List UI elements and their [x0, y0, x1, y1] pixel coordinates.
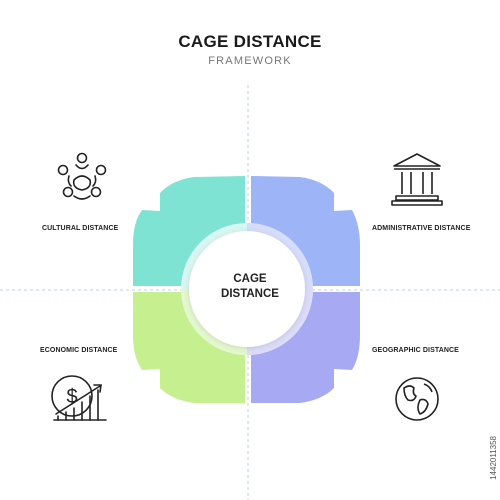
- page-title: CAGE DISTANCE: [178, 32, 322, 51]
- stock-id-watermark: 1442011358: [489, 436, 498, 480]
- center-circle: [189, 231, 305, 347]
- svg-text:$: $: [66, 386, 77, 408]
- government-building-icon: [391, 153, 443, 206]
- page-subtitle: FRAMEWORK: [208, 55, 292, 67]
- center-label: CAGE DISTANCE: [196, 272, 304, 302]
- globe-icon: [395, 377, 439, 421]
- center-label-line1: CAGE: [233, 273, 267, 285]
- dollar-growth-chart-icon: $: [51, 375, 107, 421]
- label-economic-distance: ECONOMIC DISTANCE: [40, 347, 118, 354]
- center-label-line2: DISTANCE: [221, 288, 279, 300]
- people-circle-icon: [57, 152, 107, 200]
- label-administrative-distance: ADMINISTRATIVE DISTANCE: [372, 225, 471, 232]
- label-cultural-distance: CULTURAL DISTANCE: [42, 225, 119, 232]
- label-geographic-distance: GEOGRAPHIC DISTANCE: [372, 347, 459, 354]
